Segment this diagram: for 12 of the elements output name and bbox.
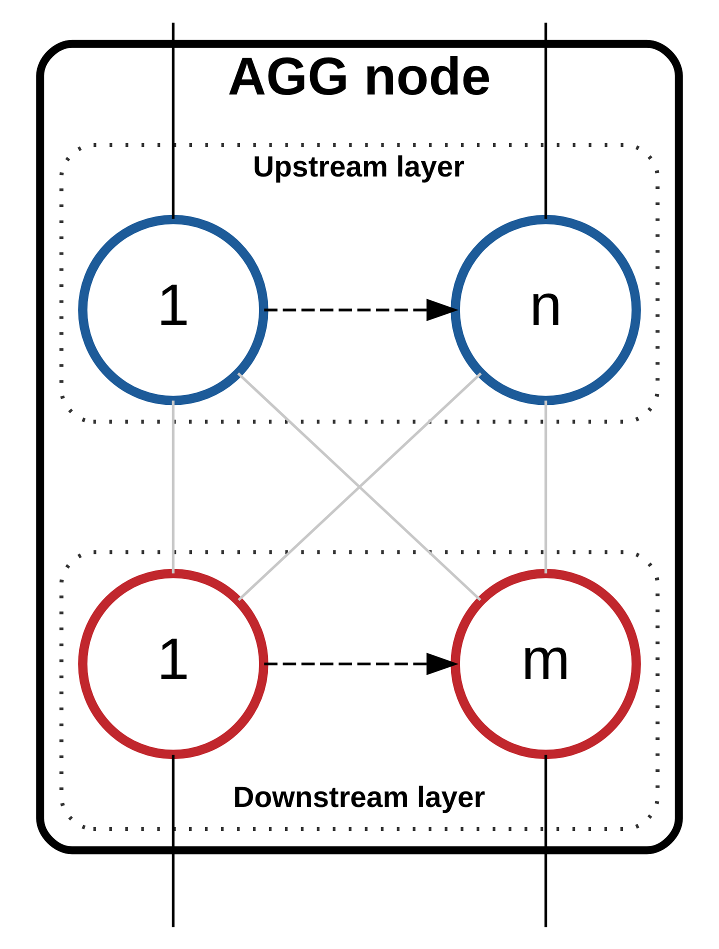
- node-circle: 1: [78, 214, 268, 405]
- connector: [172, 22, 175, 218]
- node-circle: m: [450, 568, 641, 759]
- connector: [544, 22, 548, 218]
- connector: [172, 400, 175, 573]
- node-circle: 1: [78, 568, 268, 759]
- node-circle: n: [450, 214, 641, 405]
- connector: [172, 754, 175, 927]
- connector: [544, 400, 548, 573]
- connector: [544, 754, 548, 927]
- arrow: [264, 652, 459, 675]
- arrow: [264, 298, 459, 321]
